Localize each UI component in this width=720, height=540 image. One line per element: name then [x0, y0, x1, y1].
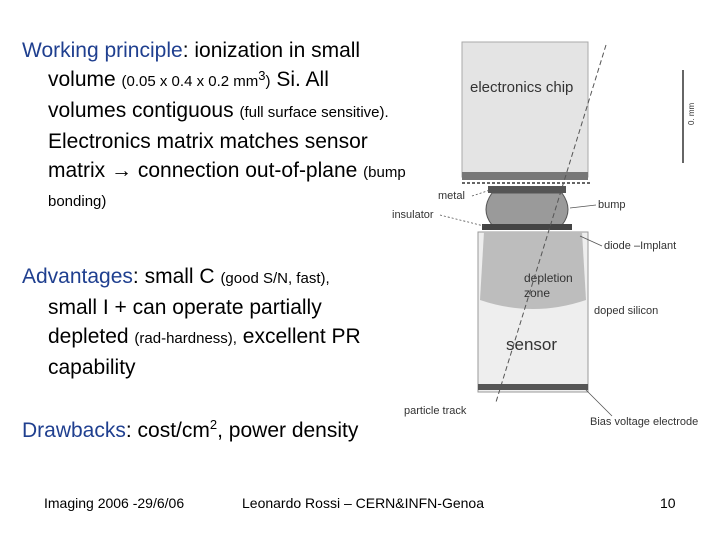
working-dims-text: (0.05 x 0.4 x 0.2 mm: [121, 73, 259, 90]
adv-line-2: small I + can operate partially: [48, 296, 322, 319]
adv-sn: (good S/N, fast),: [220, 270, 330, 287]
working-text-2: volume: [48, 68, 122, 91]
working-line-2: volume (0.05 x 0.4 x 0.2 mm3) Si. All: [22, 65, 467, 96]
insulator-layer: [482, 224, 572, 230]
insulator-pointer: [439, 214, 485, 227]
particle-track-label: particle track: [404, 405, 467, 417]
arrow-icon: →: [111, 159, 132, 182]
working-line-3: volumes contiguous (full surface sensiti…: [22, 96, 467, 127]
metal-layer: [488, 186, 566, 193]
working-dims-sup: 3: [258, 68, 266, 83]
insulator-label: insulator: [392, 209, 434, 221]
working-text-6: matrix: [48, 159, 111, 182]
working-text-1: : ionization in small: [182, 39, 361, 62]
bump-pointer: [569, 204, 597, 209]
chip-label: electronics chip: [470, 79, 573, 96]
scale-label: 0. mm: [687, 102, 696, 125]
advantages-label: Advantages: [22, 265, 133, 288]
bias-electrode-label: Bias voltage electrode: [590, 416, 698, 428]
working-line-6: bonding): [48, 193, 107, 210]
diode-label: diode –Implant: [604, 240, 676, 252]
diode-pointer: [579, 235, 603, 247]
working-surface: (full surface sensitive).: [239, 104, 389, 121]
adv-text-3: depleted: [48, 325, 135, 348]
adv-line-3: depleted (rad-hardness), excellent PR: [22, 322, 452, 353]
depletion-label-2: zone: [524, 286, 550, 300]
working-principle-label: Working principle: [22, 39, 183, 62]
electronics-chip: [461, 41, 589, 178]
depletion-zone: [480, 232, 586, 309]
draw-text-1: : cost/cm: [125, 419, 210, 442]
working-dims-end: ): [265, 73, 271, 90]
working-line-4: Electronics matrix matches sensor: [48, 130, 368, 153]
bump-label: bump: [598, 199, 626, 211]
adv-text-4: excellent PR: [236, 325, 361, 348]
adv-text-1: : small C: [132, 265, 221, 288]
metal-pointer: [471, 189, 491, 197]
working-dims: (0.05 x 0.4 x 0.2 mm3): [121, 69, 271, 90]
working-text-4: volumes contiguous: [48, 99, 240, 122]
working-bump: (bump: [363, 164, 406, 181]
draw-text-2: , power density: [217, 419, 359, 442]
adv-line-4: capability: [48, 356, 136, 379]
particle-track: [495, 44, 607, 403]
footer-author: Leonardo Rossi – CERN&INFN-Genoa: [242, 495, 484, 511]
depletion-label-1: depletion: [524, 271, 573, 285]
chip-bottom-layer: [462, 172, 588, 180]
working-text-7: connection out-of-plane: [132, 159, 364, 182]
bias-pointer: [585, 389, 613, 417]
drawbacks-paragraph: Drawbacks: cost/cm2, power density: [22, 416, 452, 445]
working-line-5: matrix → connection out-of-plane (bump: [22, 156, 467, 187]
sensor-label: sensor: [506, 335, 557, 354]
metal-label: metal: [438, 190, 465, 202]
footer-date: Imaging 2006 -29/6/06: [44, 495, 185, 511]
working-principle-paragraph: Working principle: ionization in small v…: [22, 36, 467, 216]
drawbacks-label: Drawbacks: [22, 419, 126, 442]
draw-sup: 2: [209, 417, 218, 432]
adv-rad: (rad-hardness),: [134, 330, 237, 347]
advantages-paragraph: Advantages: small C (good S/N, fast), sm…: [22, 262, 452, 382]
page-number: 10: [660, 495, 676, 511]
working-text-3: Si. All: [270, 68, 329, 91]
doped-silicon-label: doped silicon: [594, 305, 658, 317]
bias-electrode: [478, 384, 588, 390]
